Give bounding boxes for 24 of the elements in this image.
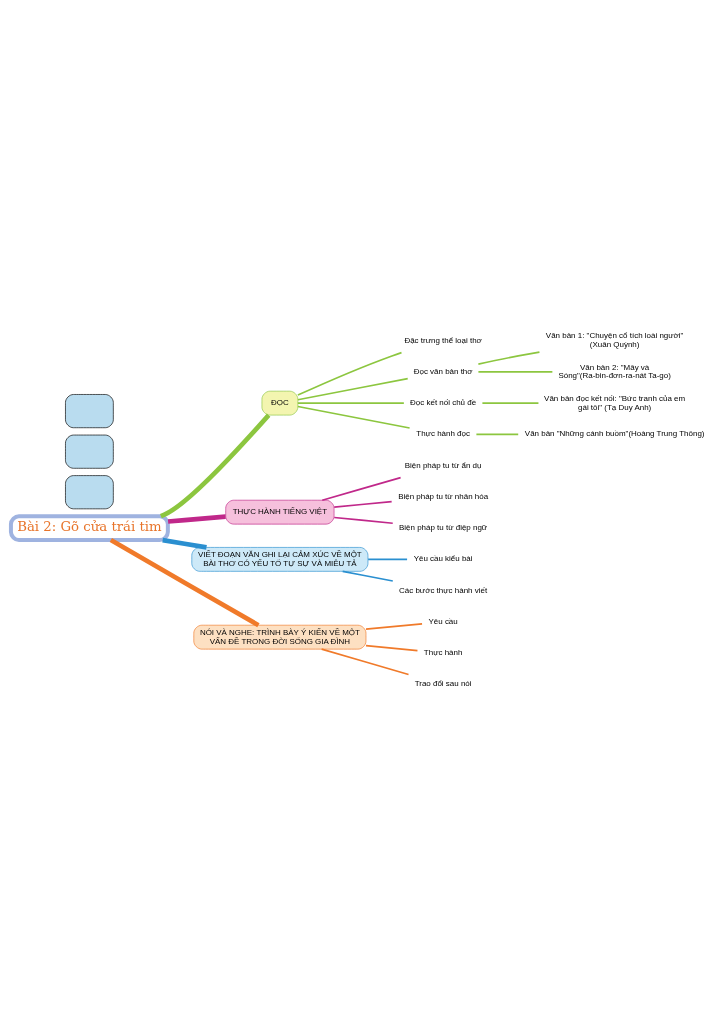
connector	[367, 558, 408, 560]
connector	[297, 401, 405, 404]
connector	[297, 377, 409, 401]
connector	[159, 413, 271, 518]
node-box	[65, 393, 114, 428]
connector	[333, 516, 394, 524]
connector	[297, 351, 403, 396]
connector	[477, 350, 541, 365]
connector	[477, 370, 554, 373]
connector	[365, 644, 419, 651]
connector	[475, 433, 520, 435]
connector	[109, 537, 260, 627]
connector	[333, 500, 393, 508]
node-box: Bài 2: Gõ cửa trái tim	[8, 513, 170, 542]
connector	[167, 513, 226, 524]
connector	[297, 405, 411, 429]
connector	[321, 476, 402, 501]
node-box	[65, 474, 114, 509]
connector	[481, 401, 540, 404]
node-box	[65, 434, 114, 469]
connector	[320, 647, 410, 675]
connector	[341, 570, 394, 582]
connector	[365, 622, 423, 630]
connector	[162, 537, 207, 550]
